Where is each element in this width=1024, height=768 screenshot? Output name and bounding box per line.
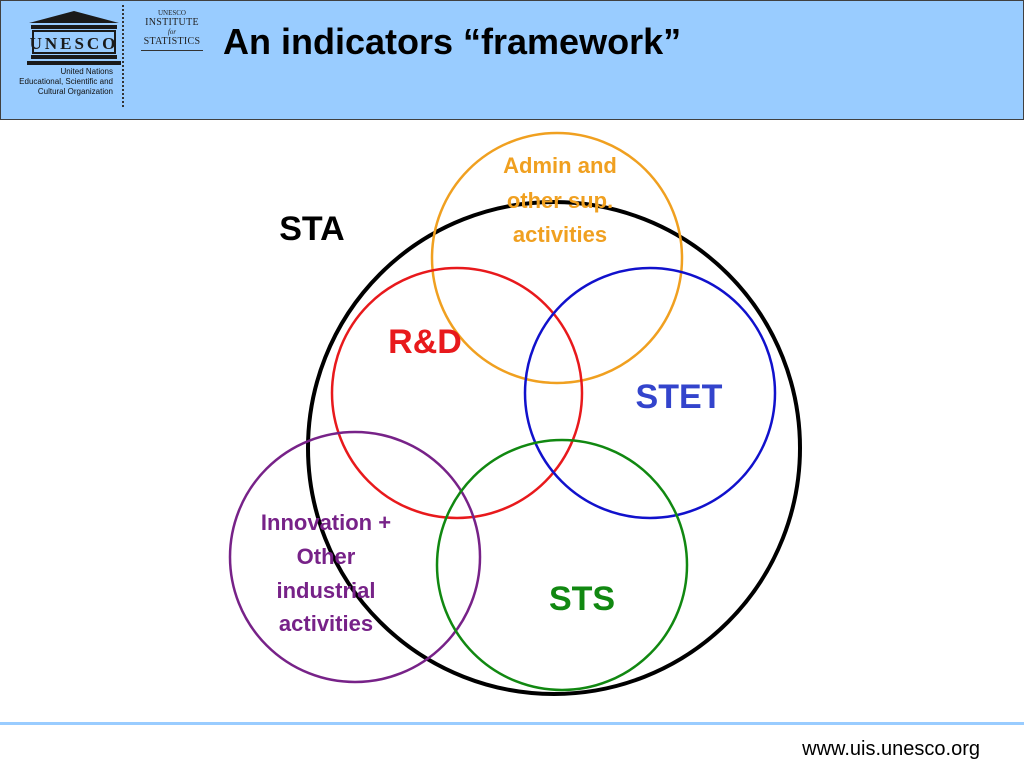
un-org-line: Cultural Organization (37, 87, 113, 96)
uis-logo-institute: INSTITUTE (145, 17, 199, 28)
innovation-circle (228, 430, 482, 684)
sts-label: STS (549, 580, 615, 618)
unesco-temple-logo-icon: UNESCO (27, 11, 121, 65)
innovation-label-line: activities (279, 611, 373, 636)
sts-circle (435, 438, 689, 692)
stet-circle (523, 266, 777, 520)
slide-title: An indicators “framework” (223, 21, 682, 62)
admin-circle (430, 131, 684, 385)
sta-circle (306, 200, 802, 696)
rd-label: R&D (388, 323, 462, 361)
uis-logo-for: for (167, 28, 177, 36)
uis-logo-underline (141, 50, 203, 51)
admin-label-line: activities (513, 222, 607, 247)
innovation-label-line: Innovation + (261, 510, 391, 535)
innovation-label-line: Other (297, 544, 356, 569)
rd-circle (330, 266, 584, 520)
stet-label: STET (636, 378, 723, 416)
innovation-label-line: industrial (276, 578, 375, 603)
admin-label-line: other sup. (507, 188, 613, 213)
uis-logo: UNESCO INSTITUTE for STATISTICS (135, 9, 209, 61)
un-org-line: Educational, Scientific and (19, 77, 113, 86)
un-organization-name: United Nations Educational, Scientific a… (5, 67, 113, 97)
un-org-line: United Nations (60, 67, 113, 76)
footer-url: www.uis.unesco.org (802, 738, 980, 760)
admin-label-line: Admin and (503, 153, 617, 178)
dotted-divider (122, 5, 124, 107)
slide-header: UNESCO United Nations Educational, Scien… (0, 0, 1024, 120)
uis-logo-statistics: STATISTICS (143, 36, 201, 47)
footer-divider (0, 722, 1024, 725)
sta-label: STA (279, 210, 344, 248)
unesco-logo-text: UNESCO (30, 34, 119, 53)
uis-logo-top: UNESCO (157, 9, 186, 17)
